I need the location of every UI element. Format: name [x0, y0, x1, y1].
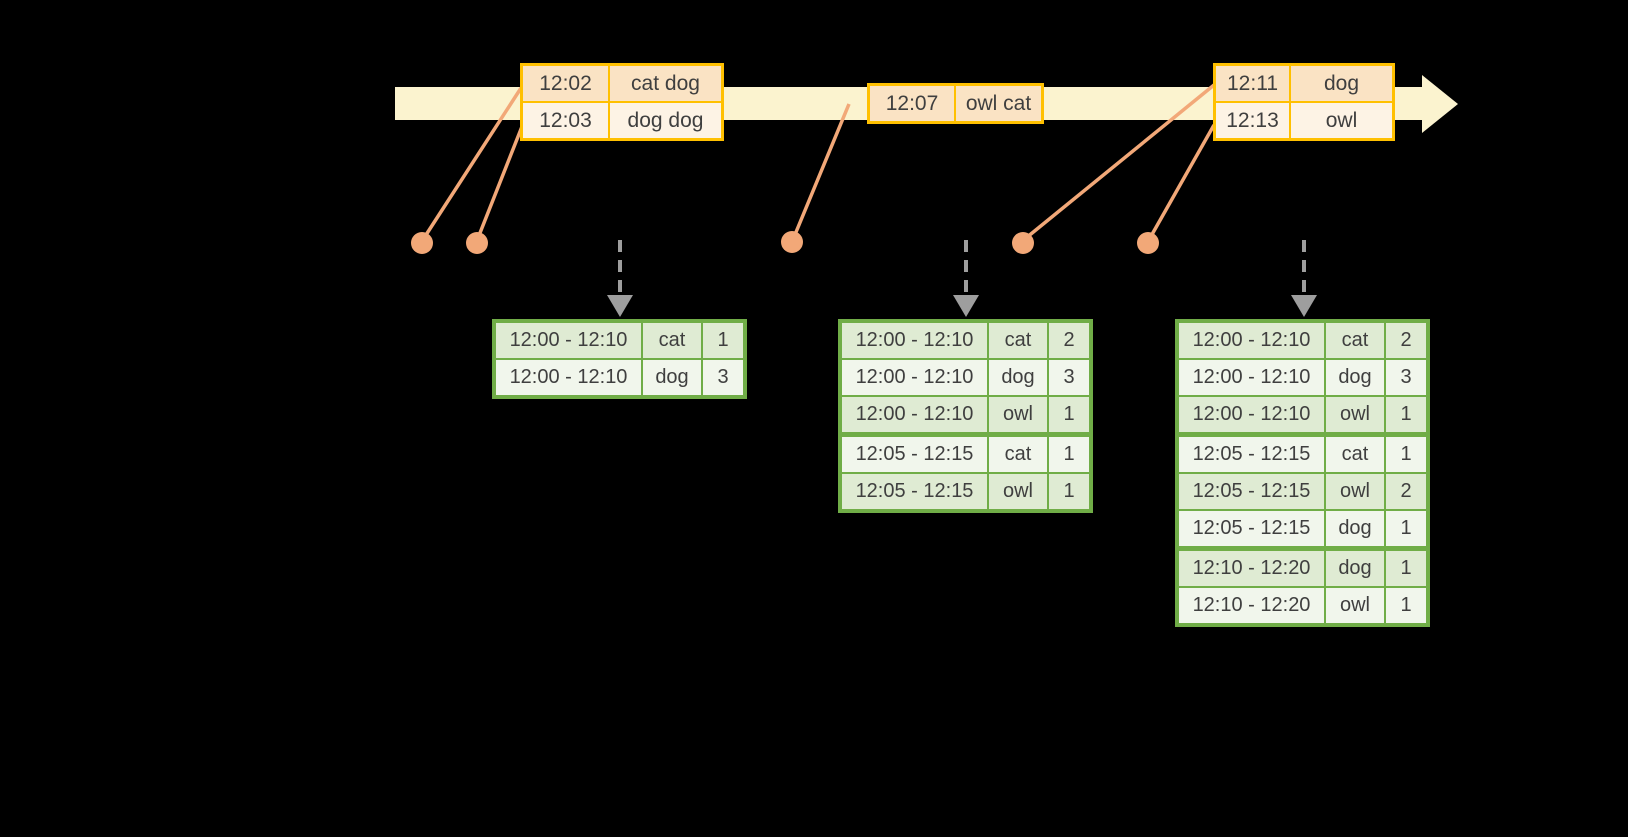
count-cell: 2	[1386, 474, 1426, 509]
event-words: dog dog	[610, 103, 721, 138]
event-words: dog	[1291, 66, 1392, 101]
window-cell: 12:00 - 12:10	[842, 323, 987, 358]
result-row: 12:05 - 12:15 owl 1	[842, 474, 1089, 509]
word-cell: cat	[1326, 437, 1384, 472]
result-row: 12:00 - 12:10 owl 1	[842, 397, 1089, 432]
result-row: 12:00 - 12:10 dog 3	[842, 360, 1089, 395]
result-table-1: 12:00 - 12:10 cat 1 12:00 - 12:10 dog 3	[492, 319, 747, 399]
window-cell: 12:00 - 12:10	[1179, 397, 1324, 432]
word-cell: owl	[989, 474, 1047, 509]
event-dot	[1012, 232, 1034, 254]
event-time: 12:03	[523, 103, 608, 138]
event-dot	[1137, 232, 1159, 254]
event-connector-line	[422, 87, 523, 239]
window-cell: 12:05 - 12:15	[842, 437, 987, 472]
result-table-2: 12:00 - 12:10 cat 2 12:00 - 12:10 dog 3 …	[838, 319, 1093, 513]
count-cell: 3	[1386, 360, 1426, 395]
result-row: 12:05 - 12:15 cat 1	[842, 437, 1089, 472]
count-cell: 2	[1049, 323, 1089, 358]
event-table-1211: 12:11 dog 12:13 owl	[1213, 63, 1395, 141]
event-connector-line	[1148, 124, 1216, 239]
event-dot	[781, 231, 803, 253]
result-row: 12:10 - 12:20 dog 1	[1179, 551, 1426, 586]
result-row: 12:00 - 12:10 cat 2	[1179, 323, 1426, 358]
window-cell: 12:05 - 12:15	[1179, 474, 1324, 509]
count-cell: 1	[1386, 397, 1426, 432]
count-cell: 1	[1386, 437, 1426, 472]
word-cell: owl	[1326, 474, 1384, 509]
result-table-3: 12:00 - 12:10 cat 2 12:00 - 12:10 dog 3 …	[1175, 319, 1430, 627]
window-cell: 12:00 - 12:10	[842, 397, 987, 432]
count-cell: 1	[703, 323, 743, 358]
result-row: 12:00 - 12:10 dog 3	[496, 360, 743, 395]
word-cell: owl	[989, 397, 1047, 432]
result-row: 12:05 - 12:15 owl 2	[1179, 474, 1426, 509]
count-cell: 1	[1049, 397, 1089, 432]
count-cell: 2	[1386, 323, 1426, 358]
event-dot	[466, 232, 488, 254]
window-cell: 12:00 - 12:10	[496, 360, 641, 395]
event-table-1207: 12:07 owl cat	[867, 83, 1044, 124]
word-cell: dog	[643, 360, 701, 395]
window-cell: 12:00 - 12:10	[1179, 360, 1324, 395]
event-connector-line	[792, 103, 851, 238]
trigger-arrow-head-icon	[607, 295, 633, 317]
word-cell: cat	[989, 437, 1047, 472]
window-cell: 12:00 - 12:10	[842, 360, 987, 395]
word-cell: dog	[1326, 511, 1384, 546]
event-connector-line	[476, 123, 525, 239]
count-cell: 1	[1386, 551, 1426, 586]
window-cell: 12:10 - 12:20	[1179, 551, 1324, 586]
event-words: owl cat	[956, 86, 1041, 121]
window-cell: 12:00 - 12:10	[496, 323, 641, 358]
count-cell: 1	[1386, 588, 1426, 623]
word-cell: cat	[643, 323, 701, 358]
window-cell: 12:05 - 12:15	[1179, 437, 1324, 472]
event-dots	[411, 231, 1159, 254]
result-row: 12:00 - 12:10 cat 2	[842, 323, 1089, 358]
word-cell: dog	[989, 360, 1047, 395]
result-row: 12:00 - 12:10 cat 1	[496, 323, 743, 358]
trigger-arrow-head-icon	[1291, 295, 1317, 317]
event-table-1202: 12:02 cat dog 12:03 dog dog	[520, 63, 724, 141]
word-cell: dog	[1326, 360, 1384, 395]
window-cell: 12:10 - 12:20	[1179, 588, 1324, 623]
count-cell: 3	[703, 360, 743, 395]
result-row: 12:05 - 12:15 dog 1	[1179, 511, 1426, 546]
word-cell: dog	[1326, 551, 1384, 586]
window-cell: 12:05 - 12:15	[842, 474, 987, 509]
event-words: cat dog	[610, 66, 721, 101]
event-words: owl	[1291, 103, 1392, 138]
word-cell: cat	[1326, 323, 1384, 358]
trigger-arrow-head-icon	[953, 295, 979, 317]
result-row: 12:10 - 12:20 owl 1	[1179, 588, 1426, 623]
event-connector-lines	[422, 83, 1216, 240]
window-cell: 12:05 - 12:15	[1179, 511, 1324, 546]
event-time: 12:11	[1216, 66, 1289, 101]
result-row: 12:00 - 12:10 dog 3	[1179, 360, 1426, 395]
window-cell: 12:00 - 12:10	[1179, 323, 1324, 358]
event-dot	[411, 232, 433, 254]
word-cell: owl	[1326, 588, 1384, 623]
count-cell: 1	[1049, 437, 1089, 472]
event-time: 12:07	[870, 86, 954, 121]
event-connector-line	[1024, 83, 1216, 240]
word-cell: cat	[989, 323, 1047, 358]
trigger-arrows	[607, 240, 1317, 317]
result-row: 12:05 - 12:15 cat 1	[1179, 437, 1426, 472]
word-cell: owl	[1326, 397, 1384, 432]
result-row: 12:00 - 12:10 owl 1	[1179, 397, 1426, 432]
count-cell: 3	[1049, 360, 1089, 395]
event-time: 12:02	[523, 66, 608, 101]
event-time: 12:13	[1216, 103, 1289, 138]
timeline-arrowhead-icon	[1422, 75, 1458, 133]
count-cell: 1	[1049, 474, 1089, 509]
count-cell: 1	[1386, 511, 1426, 546]
